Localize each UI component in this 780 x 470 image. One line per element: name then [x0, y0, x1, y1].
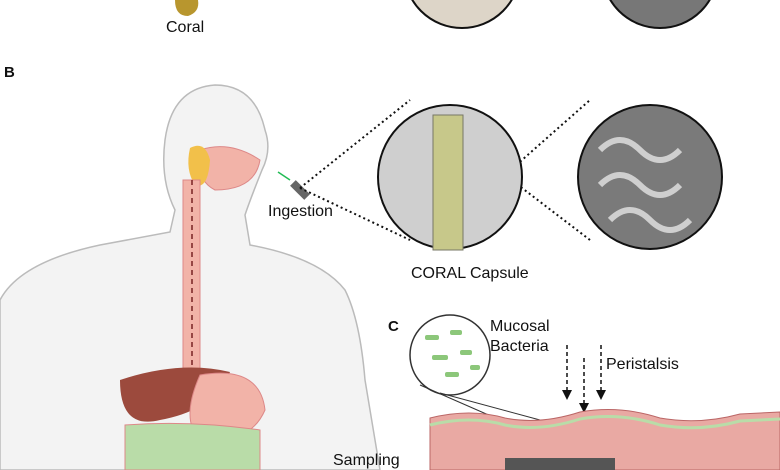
- intestines: [124, 422, 261, 470]
- sem-pattern: [597, 137, 693, 233]
- coral-micrograph-circle: [411, 0, 513, 29]
- zoom-lines: [299, 99, 591, 241]
- mucosal-label: Mucosal: [490, 318, 550, 335]
- arrowheads: [562, 390, 606, 413]
- peristalsis-label: Peristalsis: [606, 356, 679, 373]
- coral-sem-circle: [609, 0, 711, 29]
- mucus-layer: [429, 415, 780, 430]
- bacteria-label: Bacteria: [490, 338, 549, 355]
- ingestion-arrow: [277, 171, 291, 181]
- sampling-label: Sampling: [333, 452, 400, 469]
- peristalsis-arrows: [566, 345, 602, 405]
- coral-label: Coral: [166, 19, 205, 36]
- bacteria-cells: [425, 330, 480, 377]
- salivary-gland: [188, 145, 210, 186]
- panel-b-label: B: [4, 64, 15, 81]
- capsule-icon: [290, 180, 310, 200]
- intestinal-wall: [429, 409, 780, 470]
- panel-c-label: C: [388, 318, 399, 335]
- capsule-label: CORAL Capsule: [411, 265, 529, 282]
- ingestion-label: Ingestion: [268, 203, 333, 220]
- capsule-in-gut: [505, 458, 615, 470]
- sem-circle: [577, 104, 723, 250]
- mucosal-bacteria-circle: [409, 314, 491, 396]
- capsule-photo: [432, 114, 464, 251]
- coral-piece: [175, 0, 199, 16]
